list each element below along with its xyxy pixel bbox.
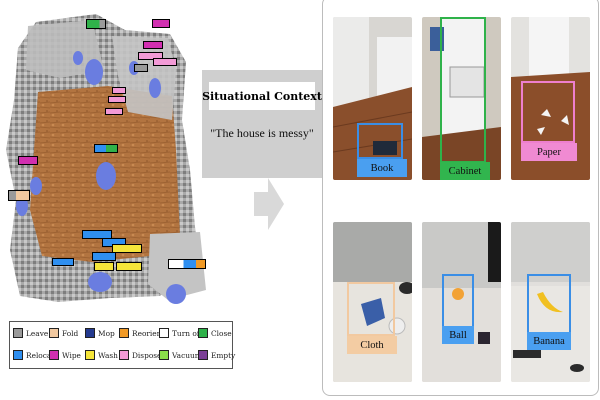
situational-context-box: Situational Context "The house is messy" xyxy=(202,70,322,178)
detection-photo-cloth: Cloth xyxy=(333,222,412,382)
detection-label-paper: Paper xyxy=(521,143,577,161)
action-marker-dispose xyxy=(105,108,123,115)
detection-photo-book: Book xyxy=(333,17,412,180)
detection-box-ball xyxy=(442,274,474,330)
scene-map xyxy=(0,0,236,318)
action-marker-dispose xyxy=(112,87,126,94)
legend-item-leave: Leave xyxy=(13,326,48,340)
action-marker-wipe xyxy=(143,41,163,49)
action-marker-relocate xyxy=(92,252,116,261)
legend-swatch xyxy=(198,328,208,338)
legend-swatch xyxy=(159,328,169,338)
detection-photo-ball: Ball xyxy=(422,222,501,382)
detection-label-book: Book xyxy=(357,159,407,177)
legend-swatch xyxy=(13,328,23,338)
right-arrow-icon xyxy=(254,178,284,230)
legend-item-reorient: Reorient xyxy=(119,326,164,340)
legend-label: Mop xyxy=(98,328,115,338)
legend-label: Wash xyxy=(98,350,118,360)
detections-panel: Book Cabinet Paper xyxy=(322,0,599,396)
context-quote: "The house is messy" xyxy=(210,126,314,140)
legend-swatch xyxy=(13,350,23,360)
legend-item-turn-off: Turn off xyxy=(159,326,202,340)
detection-photo-paper: Paper xyxy=(511,17,590,180)
action-marker-dispose xyxy=(153,58,177,66)
legend-item-dispose: Dispose xyxy=(119,348,161,362)
action-marker-dispose xyxy=(108,96,126,103)
legend-label: Wipe xyxy=(62,350,81,360)
legend-swatch xyxy=(85,328,95,338)
action-marker-relocate xyxy=(82,230,112,239)
legend-item-close: Close xyxy=(198,326,232,340)
action-marker-wash xyxy=(116,262,142,271)
legend-swatch xyxy=(198,350,208,360)
legend-item-vacuum: Vacuum xyxy=(159,348,202,362)
legend-swatch xyxy=(85,350,95,360)
action-marker-relocate xyxy=(52,258,74,266)
detection-label-banana: Banana xyxy=(527,332,571,350)
legend-swatch xyxy=(49,350,59,360)
legend-label: Fold xyxy=(62,328,79,338)
context-title: Situational Context xyxy=(202,89,322,103)
legend-label: Close xyxy=(211,328,232,338)
legend-item-fold: Fold xyxy=(49,326,78,340)
legend-item-empty: Empty xyxy=(198,348,235,362)
legend-swatch xyxy=(119,350,129,360)
legend-swatch xyxy=(49,328,59,338)
legend-label: Dispose xyxy=(132,350,162,360)
legend-item-mop: Mop xyxy=(85,326,115,340)
detection-box-paper xyxy=(521,81,575,143)
legend-label: Vacuum xyxy=(172,350,202,360)
legend-item-wipe: Wipe xyxy=(49,348,81,362)
legend-label: Reorient xyxy=(132,328,165,338)
action-marker-leave xyxy=(134,64,148,72)
detection-box-cloth xyxy=(347,282,395,336)
legend-label: Empty xyxy=(211,350,236,360)
detection-label-ball: Ball xyxy=(442,326,474,344)
action-marker-leave xyxy=(86,19,106,29)
action-marker-wipe xyxy=(18,156,38,165)
legend-label: Relocate xyxy=(26,350,59,360)
detection-box-banana xyxy=(527,274,571,336)
action-marker-fold xyxy=(8,190,30,201)
action-marker-relocate xyxy=(94,144,118,153)
action-marker-wipe xyxy=(152,19,170,28)
scene-scan-image xyxy=(6,14,206,304)
legend-swatch xyxy=(159,350,169,360)
detection-photo-banana: Banana xyxy=(511,222,590,382)
detection-label-cloth: Cloth xyxy=(347,336,397,354)
detection-photo-cabinet: Cabinet xyxy=(422,17,501,180)
action-marker-dispose xyxy=(138,52,163,60)
action-marker-reorient xyxy=(168,259,206,269)
action-marker-wash xyxy=(112,244,142,253)
detection-box-cabinet xyxy=(440,17,486,163)
context-title-box: Situational Context xyxy=(202,82,322,110)
legend-item-wash: Wash xyxy=(85,348,118,362)
legend-label: Leave xyxy=(26,328,49,338)
legend-item-relocate: Relocate xyxy=(13,348,59,362)
detection-label-cabinet: Cabinet xyxy=(440,162,490,180)
detection-box-book xyxy=(357,123,403,159)
legend-label: Turn off xyxy=(172,328,203,338)
action-marker-wash xyxy=(94,262,114,271)
legend-swatch xyxy=(119,328,129,338)
